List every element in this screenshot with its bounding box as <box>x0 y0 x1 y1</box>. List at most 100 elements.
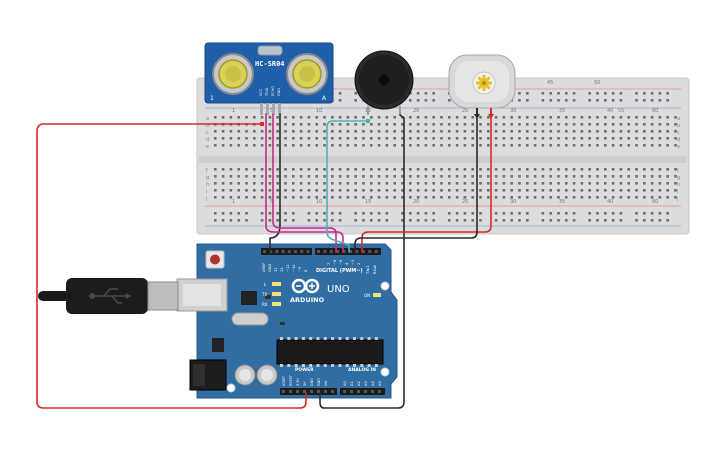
chip-pin[interactable] <box>338 337 342 340</box>
breadboard-hole[interactable] <box>315 189 318 192</box>
chip-pin[interactable] <box>367 364 371 367</box>
rail-hole[interactable] <box>354 99 357 102</box>
rail-hole[interactable] <box>541 99 545 102</box>
breadboard-hole[interactable] <box>541 144 545 147</box>
breadboard-hole[interactable] <box>627 144 630 147</box>
breadboard-hole[interactable] <box>229 116 233 119</box>
breadboard-hole[interactable] <box>588 116 591 119</box>
rail-hole[interactable] <box>409 212 412 215</box>
breadboard-hole[interactable] <box>643 189 646 192</box>
rail-hole[interactable] <box>377 212 381 215</box>
breadboard-hole[interactable] <box>284 175 287 178</box>
breadboard-hole[interactable] <box>401 130 404 133</box>
breadboard-hole[interactable] <box>666 144 669 147</box>
chip-pin[interactable] <box>280 337 283 340</box>
breadboard-hole[interactable] <box>650 182 654 185</box>
breadboard-hole[interactable] <box>284 116 287 119</box>
breadboard-holes[interactable] <box>214 92 677 222</box>
breadboard-hole[interactable] <box>221 189 225 192</box>
rail-hole[interactable] <box>409 219 412 222</box>
wire-sensor-gnd[interactable] <box>269 113 281 253</box>
breadboard-hole[interactable] <box>533 196 537 199</box>
breadboard-hole[interactable] <box>619 137 623 140</box>
sensor-pin-trig[interactable] <box>266 103 269 115</box>
breadboard-hole[interactable] <box>237 168 240 171</box>
breadboard-hole[interactable] <box>346 123 350 126</box>
breadboard-hole[interactable] <box>596 189 599 192</box>
breadboard-hole[interactable] <box>596 175 599 178</box>
breadboard-hole[interactable] <box>377 116 381 119</box>
breadboard-hole[interactable] <box>557 130 560 133</box>
rail-hole[interactable] <box>557 219 560 222</box>
breadboard-hole[interactable] <box>292 182 295 185</box>
breadboard-hole[interactable] <box>377 130 381 133</box>
breadboard-hole[interactable] <box>471 116 474 119</box>
breadboard-hole[interactable] <box>619 175 623 178</box>
breadboard-hole[interactable] <box>580 196 584 199</box>
breadboard-hole[interactable] <box>658 168 662 171</box>
breadboard-hole[interactable] <box>627 196 630 199</box>
breadboard-hole[interactable] <box>572 182 576 185</box>
breadboard-hole[interactable] <box>643 130 646 133</box>
breadboard-hole[interactable] <box>650 137 654 140</box>
breadboard-hole[interactable] <box>448 116 451 119</box>
breadboard-hole[interactable] <box>292 130 295 133</box>
rail-hole[interactable] <box>604 99 607 102</box>
breadboard-hole[interactable] <box>549 144 552 147</box>
breadboard-hole[interactable] <box>432 175 435 178</box>
breadboard-hole[interactable] <box>526 144 529 147</box>
breadboard-hole[interactable] <box>479 189 482 192</box>
breadboard-hole[interactable] <box>494 130 498 133</box>
rail-hole[interactable] <box>237 212 240 215</box>
rail-hole[interactable] <box>518 99 521 102</box>
breadboard-hole[interactable] <box>331 182 334 185</box>
rail-hole[interactable] <box>284 212 287 215</box>
breadboard-hole[interactable] <box>307 189 311 192</box>
header-hole[interactable] <box>296 390 299 393</box>
wires[interactable] <box>36 113 492 409</box>
breadboard-hole[interactable] <box>409 137 412 140</box>
rail-hole[interactable] <box>432 212 435 215</box>
breadboard-hole[interactable] <box>354 116 357 119</box>
breadboard-hole[interactable] <box>245 130 248 133</box>
breadboard-hole[interactable] <box>526 168 529 171</box>
breadboard-hole[interactable] <box>331 130 334 133</box>
breadboard-hole[interactable] <box>565 123 568 126</box>
breadboard-hole[interactable] <box>307 144 311 147</box>
breadboard-hole[interactable] <box>284 144 287 147</box>
breadboard-hole[interactable] <box>658 175 662 178</box>
breadboard-hole[interactable] <box>237 130 240 133</box>
breadboard-hole[interactable] <box>276 137 279 140</box>
breadboard-hole[interactable] <box>565 116 568 119</box>
breadboard-hole[interactable] <box>440 130 443 133</box>
header-hole[interactable] <box>368 250 372 253</box>
header-hole[interactable] <box>364 390 367 393</box>
breadboard-hole[interactable] <box>362 168 365 171</box>
breadboard-hole[interactable] <box>260 196 264 199</box>
breadboard-hole[interactable] <box>604 116 607 119</box>
breadboard-hole[interactable] <box>292 196 295 199</box>
breadboard-hole[interactable] <box>354 130 357 133</box>
breadboard-hole[interactable] <box>658 116 662 119</box>
rail-hole[interactable] <box>284 219 287 222</box>
breadboard-hole[interactable] <box>658 144 662 147</box>
sensor-pin-echo[interactable] <box>272 103 275 115</box>
breadboard-hole[interactable] <box>214 182 217 185</box>
rail-hole[interactable] <box>549 92 552 95</box>
breadboard-hole[interactable] <box>627 137 630 140</box>
breadboard-hole[interactable] <box>299 189 303 192</box>
breadboard-hole[interactable] <box>549 168 552 171</box>
rail-hole[interactable] <box>323 219 326 222</box>
digital-header-right[interactable] <box>315 248 381 255</box>
chip-pin[interactable] <box>360 364 364 367</box>
chip-pin[interactable] <box>294 337 298 340</box>
breadboard-hole[interactable] <box>588 189 591 192</box>
breadboard-hole[interactable] <box>214 130 217 133</box>
rail-hole[interactable] <box>611 92 615 95</box>
breadboard-hole[interactable] <box>315 144 318 147</box>
breadboard-hole[interactable] <box>533 123 537 126</box>
breadboard-hole[interactable] <box>619 123 623 126</box>
breadboard-hole[interactable] <box>253 196 256 199</box>
breadboard-hole[interactable] <box>674 144 677 147</box>
breadboard-hole[interactable] <box>346 130 350 133</box>
